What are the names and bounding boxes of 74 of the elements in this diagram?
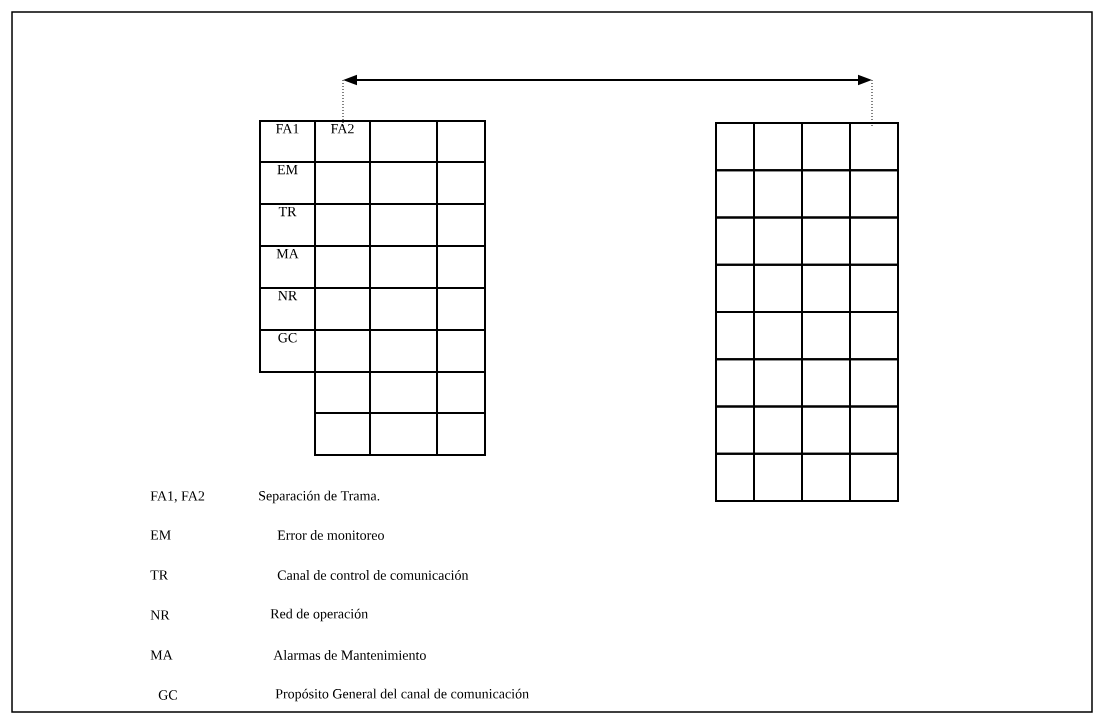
empty-cell xyxy=(436,120,486,163)
empty-cell xyxy=(314,287,371,331)
empty-cell xyxy=(369,161,438,205)
empty-cell xyxy=(753,405,803,455)
empty-cell xyxy=(849,169,899,219)
labelled-cell: FA2 xyxy=(314,120,371,163)
legend-description: Separación de Trama. xyxy=(259,490,380,504)
empty-cell xyxy=(849,311,899,361)
empty-cell xyxy=(753,452,803,502)
empty-cell xyxy=(436,203,486,247)
legend-description: Propósito General del canal de comunicación xyxy=(275,688,529,702)
empty-cell xyxy=(801,169,851,219)
empty-cell xyxy=(436,245,486,289)
empty-cell xyxy=(801,216,851,266)
empty-cell xyxy=(314,161,371,205)
empty-cell xyxy=(715,169,755,219)
legend-abbreviation: NR xyxy=(150,610,170,620)
empty-cell xyxy=(436,412,486,456)
empty-cell xyxy=(849,216,899,266)
empty-cell xyxy=(753,358,803,408)
labelled-cell: NR xyxy=(259,287,316,331)
empty-cell xyxy=(849,358,899,408)
empty-cell xyxy=(801,122,851,172)
empty-cell xyxy=(715,122,755,172)
legend-abbreviation: MA xyxy=(150,650,173,660)
empty-cell xyxy=(369,203,438,247)
labelled-cell: TR xyxy=(259,203,316,247)
empty-cell xyxy=(369,120,438,163)
empty-cell xyxy=(369,412,438,456)
empty-cell xyxy=(849,452,899,502)
empty-cell xyxy=(715,405,755,455)
empty-cell xyxy=(314,329,371,373)
legend-abbreviation: TR xyxy=(150,570,169,580)
empty-cell xyxy=(314,203,371,247)
legend-description: Alarmas de Mantenimiento xyxy=(273,650,426,660)
empty-cell xyxy=(369,287,438,331)
legend-description: Red de operación xyxy=(270,608,368,622)
empty-cell xyxy=(849,122,899,172)
legend-abbreviation: EM xyxy=(150,530,171,540)
empty-cell xyxy=(753,169,803,219)
empty-cell xyxy=(801,358,851,408)
labelled-cell: MA xyxy=(259,245,316,289)
legend-abbreviation: FA1, FA2 xyxy=(150,491,205,503)
empty-cell xyxy=(314,371,371,414)
empty-cell xyxy=(436,161,486,205)
empty-cell xyxy=(715,452,755,502)
empty-cell xyxy=(314,245,371,289)
empty-cell xyxy=(753,311,803,361)
empty-cell xyxy=(436,287,486,331)
empty-cell xyxy=(801,405,851,455)
empty-cell xyxy=(369,245,438,289)
labelled-cell: EM xyxy=(259,161,316,205)
empty-cell xyxy=(715,311,755,361)
empty-cell xyxy=(753,122,803,172)
empty-cell xyxy=(715,216,755,266)
empty-cell xyxy=(801,452,851,502)
empty-cell xyxy=(801,263,851,313)
empty-cell xyxy=(801,311,851,361)
empty-cell xyxy=(314,412,371,456)
empty-cell xyxy=(849,263,899,313)
labelled-cell: GC xyxy=(259,329,316,373)
empty-cell xyxy=(369,329,438,373)
empty-cell xyxy=(753,216,803,266)
empty-cell xyxy=(715,263,755,313)
labelled-cell: FA1 xyxy=(259,120,316,163)
empty-cell xyxy=(436,371,486,414)
legend-description: Error de monitoreo xyxy=(277,530,384,540)
legend-description: Canal de control de comunicación xyxy=(277,570,469,580)
empty-cell xyxy=(369,371,438,414)
empty-cell xyxy=(715,358,755,408)
empty-cell xyxy=(436,329,486,373)
legend-abbreviation: GC xyxy=(158,690,177,700)
empty-cell xyxy=(753,263,803,313)
empty-cell xyxy=(849,405,899,455)
